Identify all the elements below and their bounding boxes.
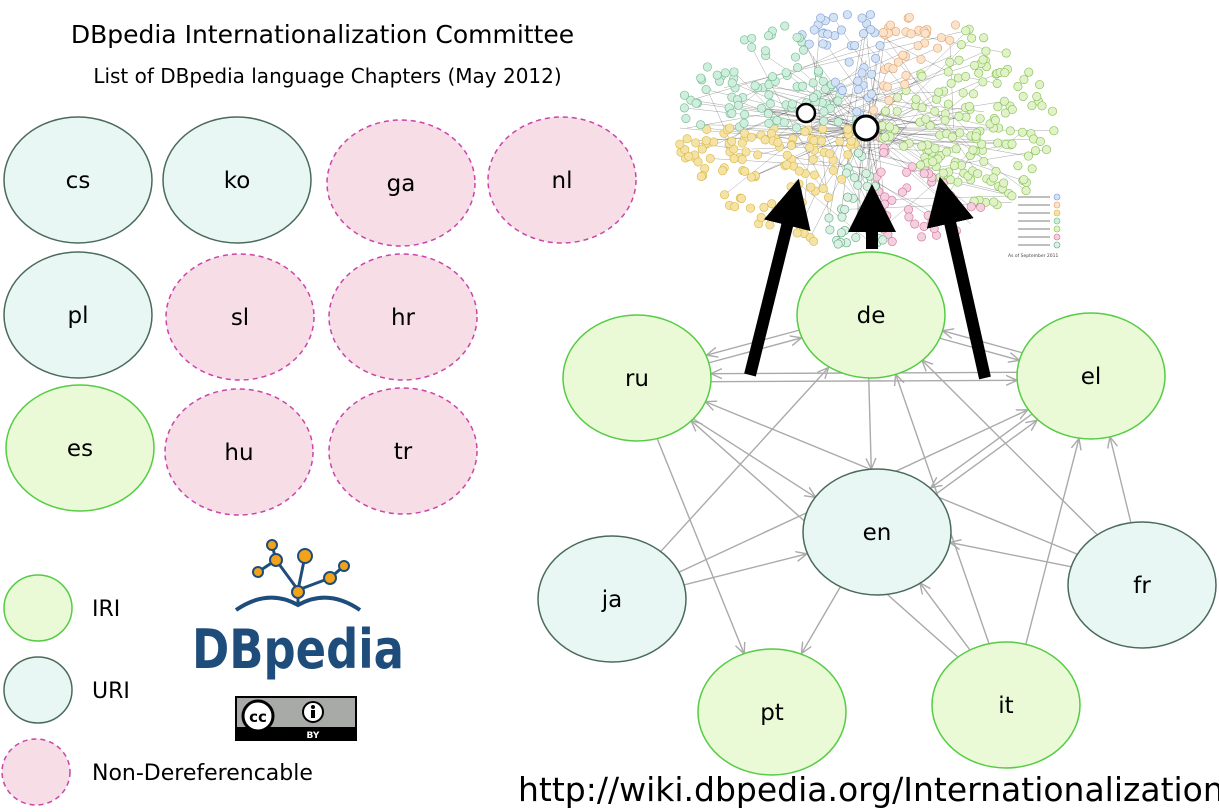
edge-it-to-el — [1025, 439, 1079, 645]
edge-ru-to-en — [693, 418, 816, 497]
chapter-circle — [328, 253, 478, 381]
legend-item-nd: Non-Dereferencable — [1, 738, 313, 806]
edge-fr-to-el — [1110, 437, 1132, 523]
chapter-label: ga — [387, 171, 416, 197]
by-mark: BY — [307, 731, 320, 741]
legend-item-iri: IRI — [3, 574, 120, 642]
cc-mark: cc — [249, 708, 267, 726]
chapter-label: tr — [394, 439, 413, 465]
chapter-circle — [162, 116, 312, 244]
chapter-circle — [5, 384, 155, 512]
chapter-node-hu: hu — [164, 388, 314, 516]
network-node-ja: ja — [537, 535, 687, 663]
edge-en-to-pt — [801, 586, 842, 653]
network-label: fr — [1133, 573, 1151, 599]
chapter-label: es — [67, 436, 93, 462]
chapter-circle — [165, 253, 315, 381]
network-label: ru — [625, 366, 649, 392]
network-label: pt — [760, 700, 784, 726]
network-nodes: de ru el en ja fr pt it — [537, 251, 1217, 776]
network-node-it: it — [931, 641, 1081, 769]
legend: IRI URI Non-Dereferencable — [1, 574, 313, 806]
network-circle — [796, 251, 946, 379]
edge-en-to-el — [935, 420, 1038, 495]
edge-ja-to-en — [683, 554, 807, 586]
edge-ru-to-el — [711, 380, 1017, 381]
chapter-node-tr: tr — [328, 387, 478, 515]
legend-swatch — [3, 656, 73, 724]
lod-arrow-1 — [744, 178, 811, 377]
chapter-circle — [326, 119, 476, 247]
chapter-node-pl: pl — [3, 251, 153, 379]
network-circle — [1016, 312, 1166, 440]
chapter-grid: cs ko ga nl pl sl hr es hu tr — [3, 116, 637, 516]
network-circle — [697, 648, 847, 776]
network-node-pt: pt — [697, 648, 847, 776]
chapter-circle — [164, 388, 314, 516]
chapter-label: ko — [224, 168, 251, 194]
legend-label: URI — [92, 679, 130, 704]
page-subtitle: List of DBpedia language Chapters (May 2… — [93, 64, 562, 88]
network-node-fr: fr — [1067, 521, 1217, 649]
chapter-node-nl: nl — [487, 116, 637, 244]
legend-swatch — [3, 574, 73, 642]
chapter-label: sl — [231, 305, 249, 331]
edge-ru-to-pt — [656, 438, 744, 654]
lod-arrow-3 — [926, 176, 991, 380]
logo-wordmark: DBpedia — [192, 618, 404, 681]
chapter-node-hr: hr — [328, 253, 478, 381]
network-node-ru: ru — [562, 314, 712, 442]
chapter-node-ga: ga — [326, 119, 476, 247]
network-circle — [562, 314, 712, 442]
edge-it-to-en — [920, 583, 971, 650]
lod-cloud-image: As of September 2011 — [675, 10, 1061, 259]
lod-arrows — [744, 176, 991, 380]
network-circle — [537, 535, 687, 663]
network-node-en: en — [802, 468, 952, 596]
chapter-node-cs: cs — [3, 116, 153, 244]
chapter-circle — [328, 387, 478, 515]
network-label: el — [1081, 364, 1102, 390]
edge-fr-to-en — [950, 542, 1071, 568]
lod-cloud-caption: As of September 2011 — [1008, 253, 1059, 259]
chapter-circle — [487, 116, 637, 244]
legend-swatch — [1, 738, 71, 806]
network-label: de — [857, 303, 886, 329]
page-title: DBpedia Internationalization Committee — [70, 20, 575, 49]
network-node-de: de — [796, 251, 946, 379]
wiki-url[interactable]: http://wiki.dbpedia.org/Internationaliza… — [518, 770, 1219, 809]
network-circle — [1067, 521, 1217, 649]
network-label: en — [863, 520, 892, 546]
legend-item-uri: URI — [3, 656, 130, 724]
network-label: ja — [601, 587, 622, 613]
network-node-el: el — [1016, 312, 1166, 440]
chapter-node-sl: sl — [165, 253, 315, 381]
dbpedia-logo: DBpedia — [192, 539, 404, 681]
edge-de-to-en — [869, 378, 872, 469]
network-circle — [931, 641, 1081, 769]
chapter-label: pl — [68, 303, 89, 329]
chapter-label: hr — [391, 305, 416, 331]
chapter-node-es: es — [5, 384, 155, 512]
cc-by-license-badge: cc BY — [235, 696, 357, 741]
edge-fr-to-de — [922, 360, 1098, 535]
chapter-label: nl — [552, 168, 573, 194]
edge-el-to-en — [931, 413, 1033, 488]
cc-icon — [241, 699, 275, 733]
network-label: it — [998, 693, 1013, 719]
edge-ja-to-de — [659, 367, 828, 553]
network-circle — [802, 468, 952, 596]
chapter-circle — [3, 251, 153, 379]
chapter-label: cs — [66, 168, 91, 194]
legend-label: IRI — [92, 597, 120, 622]
legend-label: Non-Dereferencable — [92, 761, 313, 786]
chapter-label: hu — [224, 440, 253, 466]
chapter-node-ko: ko — [162, 116, 312, 244]
logo-tree-icon — [234, 539, 362, 612]
chapter-circle — [3, 116, 153, 244]
